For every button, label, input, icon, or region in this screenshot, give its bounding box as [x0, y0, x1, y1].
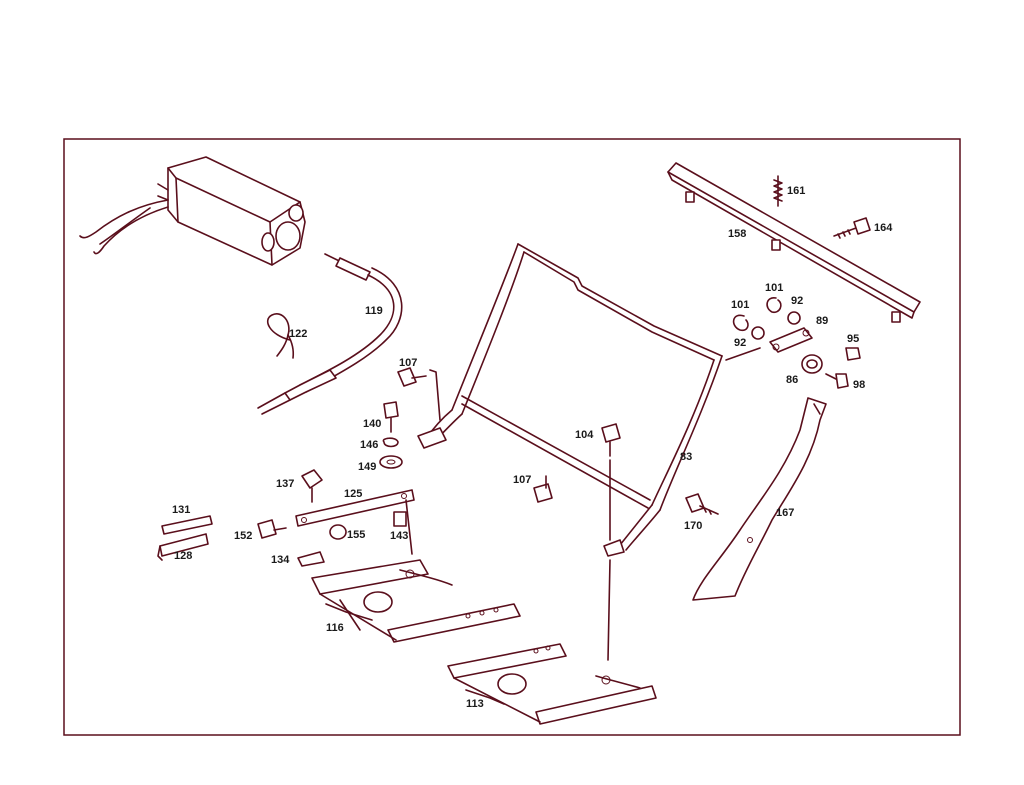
- callout-137: 137: [276, 478, 294, 490]
- callout-89: 89: [816, 315, 828, 327]
- plate-131: [161, 515, 213, 535]
- callout-119: 119: [365, 305, 383, 317]
- callout-158: 158: [728, 228, 746, 240]
- side-panel-167: [692, 397, 827, 601]
- callout-122: 122: [289, 328, 307, 340]
- bolt-137: [301, 469, 323, 503]
- callout-155: 155: [347, 529, 365, 541]
- callout-83: 83: [680, 451, 692, 463]
- seat-adjuster-116: [311, 559, 521, 643]
- callout-134: 134: [271, 554, 290, 566]
- callout-labels: 161 164 158 101 101 92 92 89 95 86 98 12…: [172, 185, 893, 710]
- washer-149: [379, 455, 403, 469]
- drive-motor: [79, 156, 306, 266]
- callout-92: 92: [734, 337, 746, 349]
- callout-104: 104: [575, 429, 594, 441]
- hinge-hardware: [725, 297, 861, 389]
- callout-131: 131: [172, 504, 190, 516]
- callout-116: 116: [326, 622, 344, 634]
- nut-155: [329, 524, 347, 540]
- callout-101: 101: [731, 299, 749, 311]
- backrest-frame-83: [417, 243, 723, 557]
- spring-161: [773, 175, 783, 207]
- callout-128: 128: [174, 550, 192, 562]
- bolt-104: [601, 423, 621, 661]
- bolt-107-center: [533, 475, 553, 503]
- callout-98: 98: [853, 379, 865, 391]
- screw-164: [833, 217, 871, 239]
- callout-107: 107: [399, 357, 417, 369]
- bolt-140: [383, 401, 399, 433]
- callout-149: 149: [358, 461, 376, 473]
- callout-143: 143: [390, 530, 408, 542]
- callout-152: 152: [234, 530, 252, 542]
- bolt-107-left: [397, 367, 441, 421]
- bushing-143: [393, 511, 407, 527]
- bracket-125: [295, 489, 415, 555]
- diagram-frame: [63, 138, 961, 736]
- clip-134: [297, 551, 325, 567]
- callout-125: 125: [344, 488, 362, 500]
- callout-170: 170: [684, 520, 702, 532]
- callout-146: 146: [360, 439, 378, 451]
- rail-158: [667, 162, 921, 323]
- bracket-128: [157, 533, 209, 561]
- seat-adjuster-113: [447, 643, 657, 725]
- callout-113: 113: [466, 698, 484, 710]
- callout-107: 107: [513, 474, 531, 486]
- cable-119: [257, 253, 403, 415]
- callout-140: 140: [363, 418, 381, 430]
- callout-92: 92: [791, 295, 803, 307]
- callout-86: 86: [786, 374, 798, 386]
- callout-164: 164: [874, 222, 893, 234]
- callout-95: 95: [847, 333, 859, 345]
- callout-167: 167: [776, 507, 794, 519]
- callout-101: 101: [765, 282, 783, 294]
- callout-161: 161: [787, 185, 805, 197]
- bolt-152: [257, 519, 287, 539]
- washer-146: [382, 437, 399, 448]
- screw-170: [685, 493, 719, 515]
- clip-122: [266, 313, 295, 359]
